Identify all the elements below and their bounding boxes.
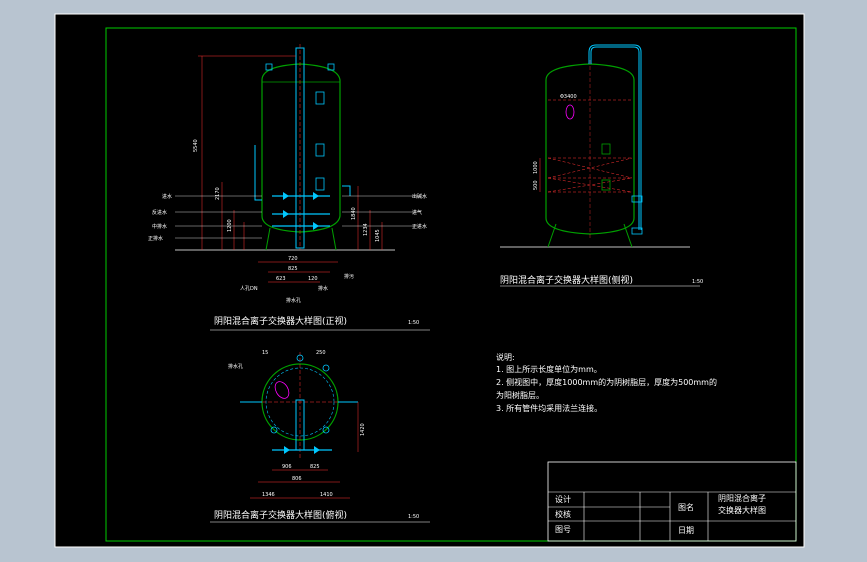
front-label-left-2: 反进水 [152,209,167,216]
top-label-hole: 排水孔 [228,363,243,370]
tb-name-label: 图名 [678,502,694,512]
top-dim-5: 1346 [262,492,275,498]
top-dim-7: 1420 [360,423,366,436]
drawing-border [105,27,797,542]
front-label-left-4: 正排水 [148,235,163,242]
front-dim-v1: 5540 [193,139,199,152]
tb-date-label: 日期 [678,526,694,535]
title-block [547,461,797,542]
front-label-bottom-2: 排水 [318,285,328,292]
front-note-bottom: 排水孔 [286,297,301,304]
front-dim-v3: 1200 [227,219,233,232]
front-view-scale: 1:50 [408,320,419,326]
sheet-background [54,13,805,548]
notes-item-1: 1. 图上所示长度单位为mm。 [496,364,602,374]
front-label-left-3: 中排水 [152,223,167,230]
front-view [175,44,430,331]
notes-item-4: 3. 所有管件均采用法兰连接。 [496,403,602,413]
top-dim-8: 15 [262,350,268,356]
notes-item-2: 2. 侧视图中，厚度1000mm的为阴树脂层，厚度为500mm的 [496,377,717,387]
top-view [210,352,430,523]
front-dim-v4: 1840 [351,207,357,220]
front-label-bottom-3: 排污 [344,273,354,280]
side-view [500,44,700,287]
front-dim-v6: 1045 [375,229,381,242]
front-dim-v2: 2170 [215,187,221,200]
front-dim-h1: 720 [288,256,298,262]
front-label-left-1: 进水 [162,193,172,200]
front-label-bottom-1: 人孔DN [240,285,258,292]
front-dim-h2: 825 [288,266,298,272]
side-dim-top: Φ3400 [560,94,577,100]
front-dim-h3: 623 [276,276,286,282]
notes-heading: 说明: [496,352,515,362]
front-label-right-2: 进气 [412,209,422,216]
front-label-right-3: 正进水 [412,223,427,230]
front-dim-v5: 1234 [363,223,369,236]
tb-checked: 校核 [555,509,571,519]
side-view-title: 阴阳混合离子交换器大样图(侧视) [500,274,633,286]
top-view-scale: 1:50 [408,514,419,520]
notes-item-3: 为阳树脂层。 [496,390,544,400]
side-view-scale: 1:50 [692,279,703,285]
front-view-title: 阴阳混合离子交换器大样图(正视) [214,315,347,327]
front-dim-h4: 120 [308,276,318,282]
front-label-right-1: 出碱水 [412,193,427,200]
side-dim-v2: 500 [533,180,539,190]
tb-name-value-2: 交换器大样图 [718,505,766,515]
top-view-title: 阴阳混合离子交换器大样图(俯视) [214,509,347,521]
side-dim-v1: 1000 [533,161,539,174]
tb-designed: 设计 [555,494,571,504]
top-dim-4: 806 [292,476,302,482]
top-dim-3: 825 [310,464,320,470]
top-dim-2: 906 [282,464,292,470]
top-dim-1: 250 [316,350,326,356]
tb-name-value-1: 阴阳混合离子 [718,493,766,503]
top-dim-6: 1410 [320,492,333,498]
tb-drawing-no: 图号 [555,525,571,534]
